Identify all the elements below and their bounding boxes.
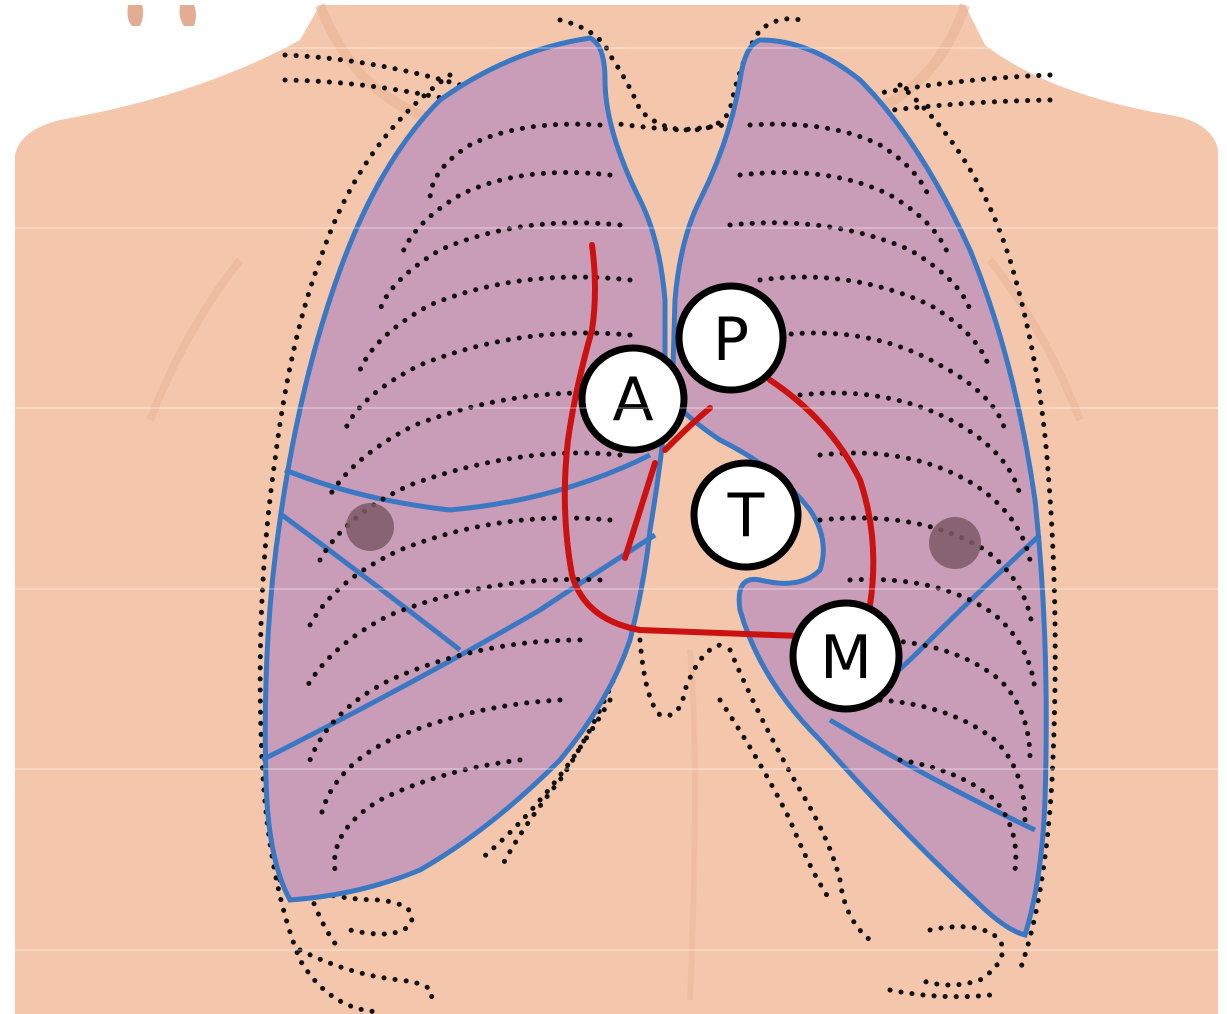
left-nipple xyxy=(929,517,981,569)
marker-pulmonic: P xyxy=(679,286,783,390)
thumbnail-figure-icon xyxy=(128,5,197,26)
marker-pulmonic-label: P xyxy=(713,305,749,375)
marker-mitral: M xyxy=(793,603,899,709)
marker-tricuspid: T xyxy=(694,463,798,567)
marker-aortic-label: A xyxy=(612,365,653,435)
marker-aortic: A xyxy=(582,348,684,450)
marker-tricuspid-label: T xyxy=(727,481,765,551)
marker-mitral-label: M xyxy=(820,623,872,693)
right-nipple xyxy=(346,503,394,551)
